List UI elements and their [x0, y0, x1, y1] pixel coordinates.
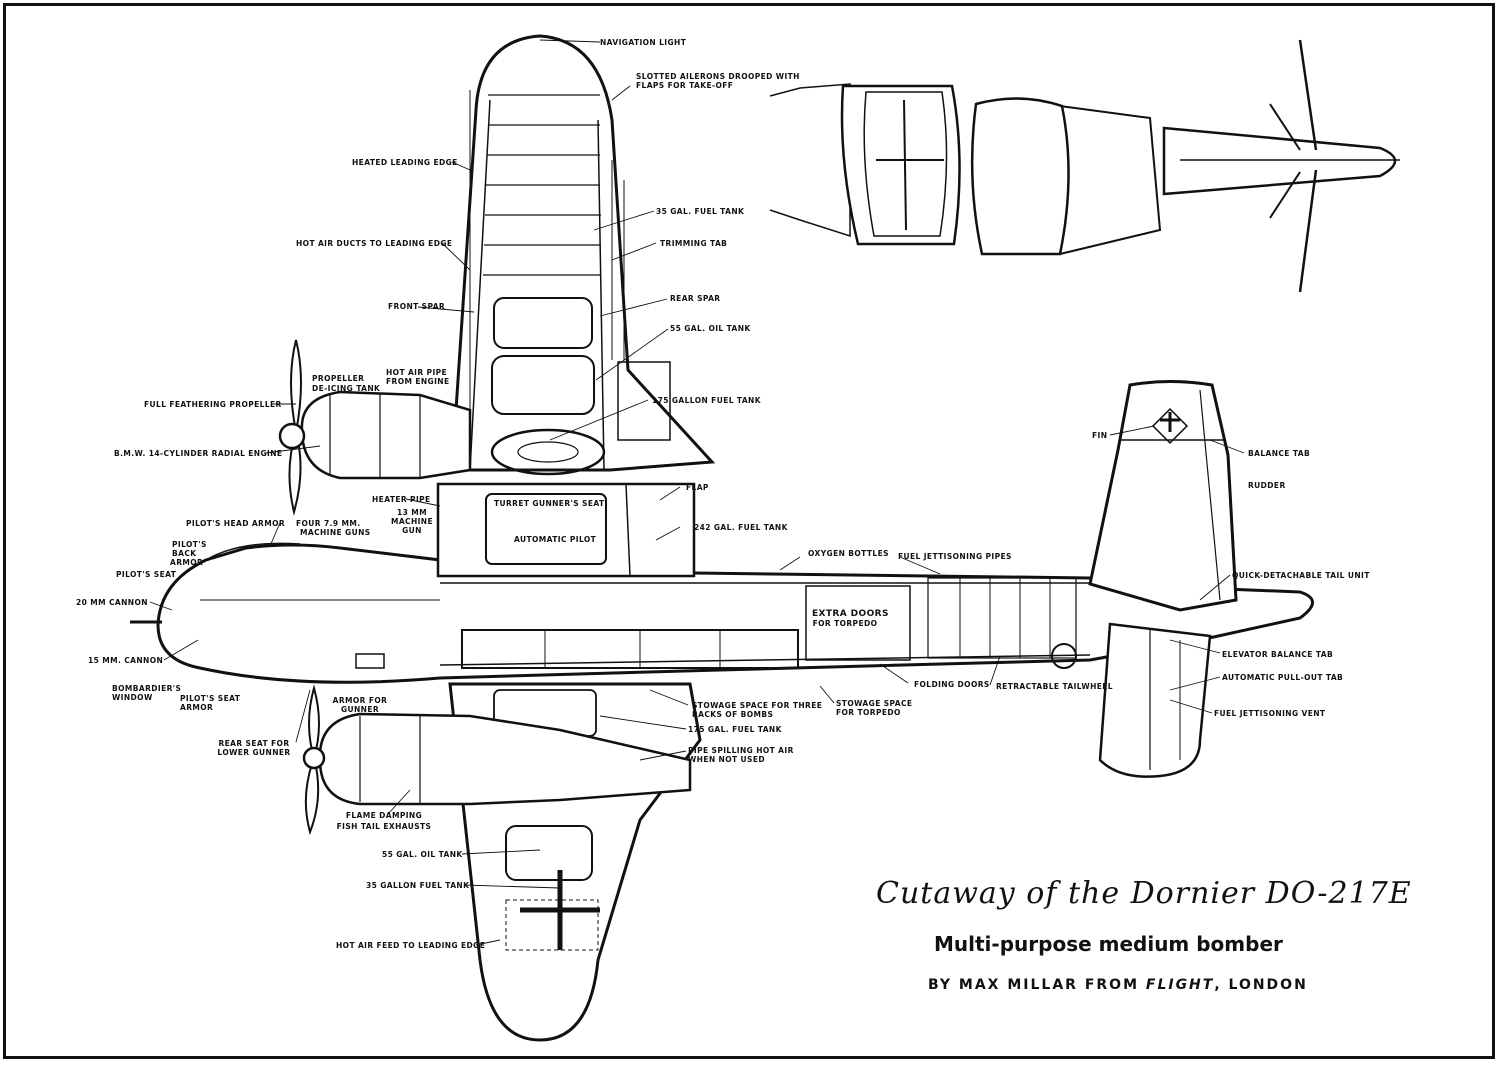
label-retractable-tailwheel: RETRACTABLE TAILWHEEL [996, 682, 1113, 691]
fuselage [130, 542, 1314, 684]
lower-engine [302, 684, 692, 836]
label-fin: FIN [1092, 431, 1108, 440]
caption-byline: BY MAX MILLAR FROM FLIGHT, LONDON [928, 977, 1308, 993]
label-folding-doors: FOLDING DOORS [914, 680, 990, 689]
label-rudder: RUDDER [1248, 481, 1286, 490]
byline-prefix: BY MAX MILLAR FROM [928, 977, 1146, 993]
label-armor-gunner-2: GUNNER [340, 705, 380, 714]
label-flame-damping-2: FISH TAIL EXHAUSTS [336, 822, 432, 831]
label-hot-air-pipe: HOT AIR PIPE [386, 368, 448, 377]
tailwheel [1051, 643, 1077, 669]
label-pilots-back-armor-2: BACK [172, 549, 197, 558]
label-slotted-ailerons-2: FLAPS FOR TAKE-OFF [636, 81, 734, 90]
label-pilots-seat-armor-2: ARMOR [180, 703, 214, 712]
label-pilots-back-armor-3: ARMOR [170, 558, 204, 567]
label-flame-damping: FLAME DAMPING [345, 811, 423, 820]
label-turret-gunner: TURRET GUNNER'S SEAT [494, 499, 605, 508]
label-balance-tab: BALANCE TAB [1248, 449, 1311, 458]
wing-center [436, 482, 696, 578]
label-fuel-jettisoning-vent: FUEL JETTISONING VENT [1214, 709, 1326, 718]
label-heated-leading-edge: HEATED LEADING EDGE [352, 158, 458, 167]
label-fuel-jettisoning-pipes: FUEL JETTISONING PIPES [898, 552, 1012, 561]
label-four-mg: FOUR 7.9 MM. [296, 519, 361, 528]
label-mg-13-2: MACHINE [390, 517, 434, 526]
caption-title: Cutaway of the Dornier DO-217E [876, 876, 1412, 911]
caption-subtitle: Multi-purpose medium bomber [934, 932, 1283, 956]
label-stowage-torpedo-2: FOR TORPEDO [836, 708, 901, 717]
label-rear-seat-2: LOWER GUNNER [217, 748, 291, 757]
label-armor-gunner: ARMOR FOR [332, 696, 388, 705]
label-bombardiers-window-2: WINDOW [112, 693, 153, 702]
fuel-tank-35-upper [493, 297, 593, 349]
label-quick-detachable-tail: QUICK-DETACHABLE TAIL UNIT [1232, 571, 1370, 580]
label-pipe-spilling-2: WHEN NOT USED [688, 755, 765, 764]
page-border [3, 3, 1495, 1059]
label-pilots-back-armor: PILOT'S [172, 540, 207, 549]
label-hot-air-ducts: HOT AIR DUCTS TO LEADING EDGE [296, 239, 453, 248]
byline-publication: FLIGHT [1145, 977, 1215, 993]
label-stowage-bombs: STOWAGE SPACE FOR THREE [692, 701, 823, 710]
label-cannon-15: 15 MM. CANNON [88, 656, 164, 665]
tailplane [1098, 622, 1212, 778]
label-front-spar: FRONT SPAR [388, 302, 446, 311]
label-pilots-head-armor: PILOT'S HEAD ARMOR [186, 519, 286, 528]
label-hot-air-pipe-2: FROM ENGINE [386, 377, 450, 386]
detail-views [769, 39, 1400, 293]
upper-engine [278, 339, 472, 516]
label-oxygen-bottles: OXYGEN BOTTLES [808, 549, 889, 558]
label-bombardiers-window: BOMBARDIER'S [112, 684, 182, 693]
byline-suffix: , LONDON [1214, 977, 1308, 993]
label-pilots-seat-armor: PILOT'S SEAT [180, 694, 241, 703]
label-stowage-torpedo: STOWAGE SPACE [836, 699, 913, 708]
label-hot-air-feed: HOT AIR FEED TO LEADING EDGE [336, 941, 486, 950]
label-propeller-deicing-2: DE-ICING TANK [312, 384, 381, 393]
label-pilots-seat: PILOT'S SEAT [116, 570, 177, 579]
label-heater-pipe: HEATER PIPE [372, 495, 431, 504]
label-fuel-tank-175-upper: 175 GALLON FUEL TANK [652, 396, 761, 405]
label-oil-tank-55-upper: 55 GAL. OIL TANK [670, 324, 751, 333]
label-fuel-tank-35-upper: 35 GAL. FUEL TANK [656, 207, 745, 216]
label-rear-spar: REAR SPAR [670, 294, 721, 303]
label-mg-13-3: GUN [402, 526, 422, 535]
bomb-bay [461, 629, 799, 669]
label-fuel-tank-242: 242 GAL. FUEL TANK [694, 523, 788, 532]
label-flap: FLAP [686, 483, 709, 492]
tail-fin [1088, 380, 1238, 612]
label-slotted-ailerons: SLOTTED AILERONS DROOPED WITH [636, 72, 800, 81]
label-trimming-tab: TRIMMING TAB [660, 239, 728, 248]
oil-tank-55-upper [491, 355, 595, 415]
label-mg-13: 13 MM [397, 508, 427, 517]
label-rear-seat: REAR SEAT FOR [218, 739, 290, 748]
label-automatic-pilot: AUTOMATIC PILOT [514, 535, 597, 544]
label-fuel-tank-35-lower: 35 GALLON FUEL TANK [366, 881, 470, 890]
label-extra-doors-2: FOR TORPEDO [812, 619, 878, 628]
label-four-mg-2: MACHINE GUNS [300, 528, 371, 537]
label-fuel-tank-175-lower: 175 GAL. FUEL TANK [688, 725, 782, 734]
upper-wing [450, 34, 716, 476]
oil-tank-55-lower [505, 825, 593, 881]
leader-lines [149, 39, 1245, 946]
label-pipe-spilling: PIPE SPILLING HOT AIR [688, 746, 794, 755]
label-navigation-light: NAVIGATION LIGHT [600, 38, 687, 47]
torpedo-doors [805, 585, 911, 661]
label-automatic-pullout-tab: AUTOMATIC PULL-OUT TAB [1222, 673, 1344, 682]
label-bmw-engine: B.M.W. 14-CYLINDER RADIAL ENGINE [114, 449, 283, 458]
label-full-feathering-propeller: FULL FEATHERING PROPELLER [144, 400, 282, 409]
label-elevator-balance-tab: ELEVATOR BALANCE TAB [1222, 650, 1334, 659]
swastika-marking [1151, 407, 1189, 445]
label-cannon-20: 20 MM CANNON [76, 598, 148, 607]
label-extra-doors: EXTRA DOORS [812, 609, 889, 619]
label-stowage-bombs-2: RACKS OF BOMBS [692, 710, 774, 719]
label-oil-tank-55-lower: 55 GAL. OIL TANK [382, 850, 463, 859]
label-propeller-deicing: PROPELLER [312, 374, 365, 383]
